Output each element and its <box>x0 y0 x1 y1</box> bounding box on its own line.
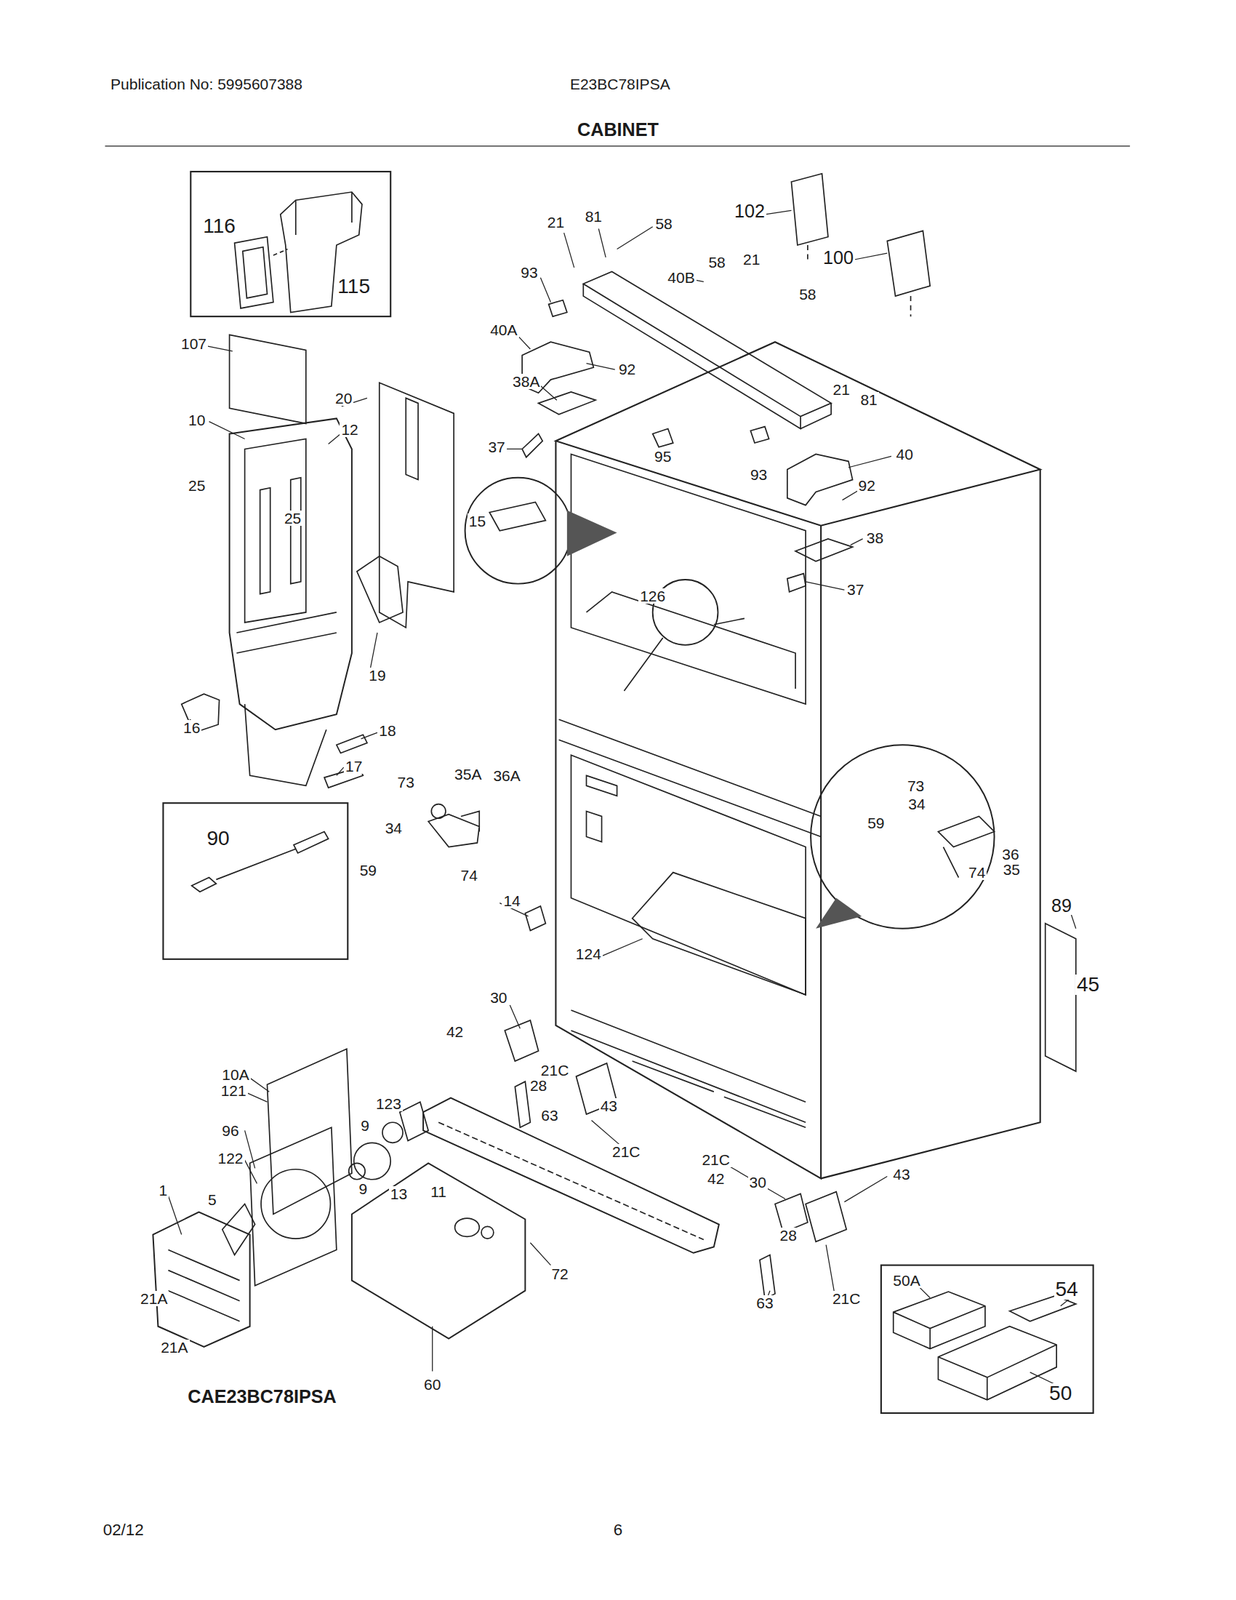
callout-number: 58 <box>653 215 674 232</box>
callout-number: 100 <box>821 248 856 267</box>
callout-number: 121 <box>219 1082 248 1098</box>
callout-number: 93 <box>519 264 539 280</box>
callout-number: 13 <box>388 1185 409 1202</box>
callout-number: 42 <box>705 1170 726 1186</box>
callout-number: 96 <box>220 1122 240 1138</box>
callout-number: 21C <box>700 1151 732 1167</box>
callout-number: 21C <box>539 1062 571 1078</box>
callout-number: 43 <box>599 1097 619 1114</box>
callout-number: 126 <box>638 588 667 604</box>
callout-number: 60 <box>422 1376 443 1392</box>
callout-number: 9 <box>357 1180 370 1197</box>
callout-number: 21A <box>138 1290 169 1306</box>
callout-number: 93 <box>748 466 769 483</box>
callout-number: 35 <box>1001 861 1022 877</box>
callout-number: 42 <box>444 1023 465 1039</box>
page-number: 6 <box>612 1521 624 1538</box>
page-title: CABINET <box>575 120 661 139</box>
callout-number: 10A <box>220 1066 251 1082</box>
callout-number: 50 <box>1047 1382 1074 1404</box>
callout-number: 63 <box>754 1294 775 1311</box>
callout-number: 95 <box>652 448 673 464</box>
callout-number: 124 <box>574 945 603 962</box>
callout-number: 34 <box>906 796 927 812</box>
callout-number: 5 <box>206 1191 219 1207</box>
callout-number: 73 <box>396 774 416 790</box>
callout-number: 54 <box>1054 1278 1080 1300</box>
callout-number: 59 <box>865 815 886 831</box>
callout-number: 40A <box>488 322 519 338</box>
callout-number: 73 <box>905 777 926 794</box>
callout-number: 58 <box>706 254 727 270</box>
callout-number: 21 <box>741 251 762 267</box>
callout-number: 34 <box>383 820 404 836</box>
callout-number: 25 <box>282 510 303 526</box>
callout-number: 58 <box>797 286 818 302</box>
callout-number: 40 <box>895 446 915 462</box>
callout-number: 21 <box>831 381 852 397</box>
callout-number: 1 <box>157 1182 170 1198</box>
header-text: E23BC78IPSA <box>568 76 672 92</box>
callout-number: 37 <box>845 581 866 597</box>
model-code: CAE23BC78IPSA <box>186 1387 338 1406</box>
callout-number: 38A <box>511 373 541 389</box>
callout-number: 102 <box>732 202 767 221</box>
callout-number: 122 <box>216 1150 246 1166</box>
callout-number: 63 <box>539 1107 560 1123</box>
callout-number: 72 <box>549 1265 570 1282</box>
callout-number: 81 <box>858 391 879 408</box>
callout-number: 30 <box>748 1174 768 1190</box>
callout-number: 28 <box>778 1227 799 1243</box>
callout-number: 21C <box>610 1143 642 1159</box>
callout-number: 15 <box>467 513 488 529</box>
footer-text: 02/12 <box>101 1521 146 1538</box>
callout-number: 11 <box>428 1183 448 1199</box>
callout-number: 92 <box>857 477 877 493</box>
callout-number: 20 <box>333 390 354 406</box>
callout-number: 50A <box>891 1272 922 1288</box>
callout-number: 89 <box>1049 896 1074 915</box>
callout-number: 30 <box>488 989 509 1005</box>
callout-number: 10 <box>186 412 207 428</box>
callout-number: 21 <box>546 214 566 230</box>
callout-number: 74 <box>966 864 987 880</box>
callout-number: 59 <box>358 862 379 878</box>
callout-number: 25 <box>186 477 207 493</box>
callout-number: 107 <box>179 335 208 352</box>
callout-number: 90 <box>205 828 232 849</box>
callout-number: 92 <box>617 361 637 377</box>
callout-number: 123 <box>374 1095 403 1111</box>
callout-number: 116 <box>201 215 238 237</box>
callout-number: 35A <box>452 766 483 782</box>
callout-number: 40B <box>665 269 696 286</box>
callout-number: 21A <box>159 1339 190 1355</box>
callout-number: 18 <box>377 722 397 738</box>
callout-number: 16 <box>181 719 202 736</box>
header-text: Publication No: 5995607388 <box>109 76 304 92</box>
callout-number: 17 <box>343 758 364 774</box>
callout-number: 36 <box>1000 846 1021 862</box>
callout-number: 14 <box>501 892 522 909</box>
callout-number: 21C <box>831 1290 863 1306</box>
callout-number: 37 <box>486 439 507 455</box>
callout-number: 19 <box>367 667 387 683</box>
callout-number: 28 <box>528 1077 549 1093</box>
callout-number: 115 <box>335 276 372 297</box>
callout-number: 45 <box>1075 974 1101 995</box>
callout-number: 12 <box>339 421 360 437</box>
callout-number: 36A <box>491 767 522 784</box>
callout-number: 74 <box>459 867 480 883</box>
callout-number: 81 <box>583 208 604 224</box>
callout-number: 43 <box>891 1166 912 1182</box>
callout-number: 38 <box>865 530 885 546</box>
callout-number: 9 <box>359 1117 371 1133</box>
